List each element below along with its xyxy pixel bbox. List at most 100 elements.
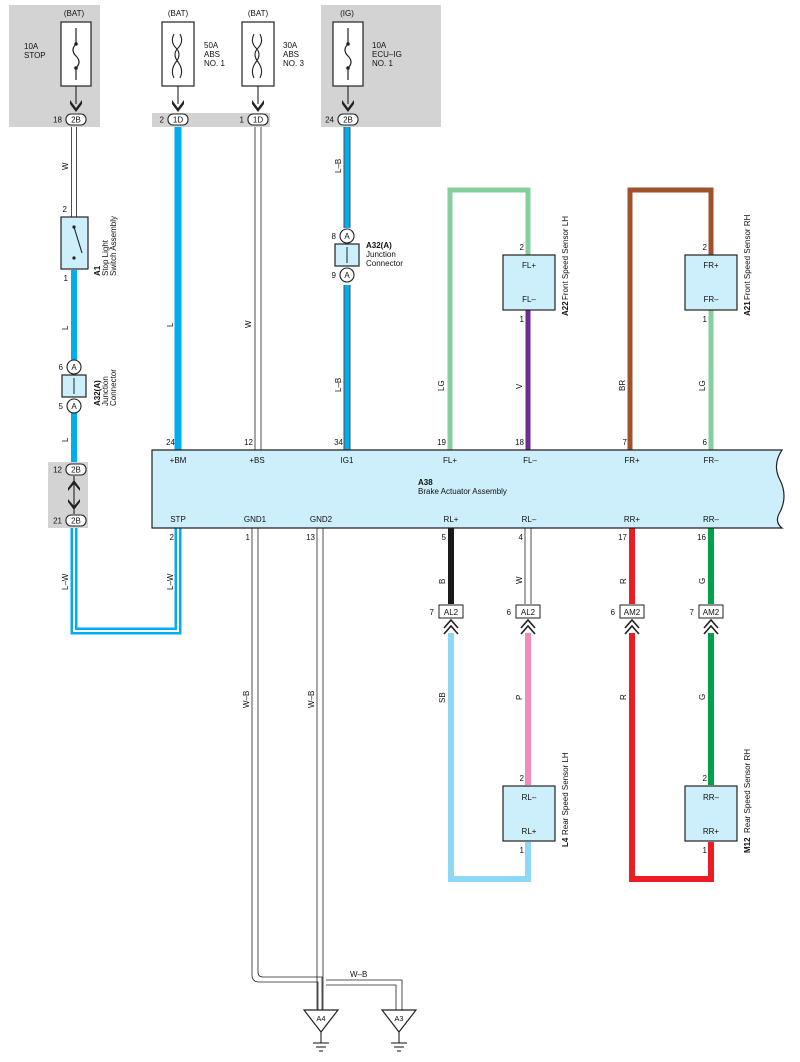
- svg-text:1: 1: [246, 533, 251, 542]
- svg-text:8: 8: [332, 232, 337, 241]
- brake-actuator-assembly: A38 Brake Actuator Assembly +BM +BS IG1 …: [151, 438, 785, 542]
- svg-text:A: A: [71, 402, 77, 411]
- svg-text:6: 6: [703, 438, 708, 447]
- svg-text:2: 2: [703, 243, 708, 252]
- fuse-output-lines: [75, 86, 349, 104]
- rear-connector-am2-6: AM2 6: [611, 604, 645, 635]
- svg-text:SB: SB: [438, 692, 447, 703]
- svg-text:Junction: Junction: [366, 250, 396, 259]
- svg-text:Rear Speed Sensor RH: Rear Speed Sensor RH: [743, 749, 752, 833]
- svg-text:18: 18: [515, 438, 524, 447]
- wire-w-rl: [524, 528, 532, 604]
- svg-text:FL–: FL–: [522, 295, 536, 304]
- wire-wb-ground: [326, 979, 403, 1010]
- fuse-name: ABS: [204, 50, 220, 59]
- stop-light-switch: 2 1 A1 Stop Light Switch Assembly: [60, 205, 118, 283]
- svg-text:Connector: Connector: [109, 369, 118, 406]
- rear-connector-al2-6: AL2 6: [507, 604, 541, 635]
- fuse-rating: 10A: [24, 42, 39, 51]
- svg-text:5: 5: [442, 533, 447, 542]
- svg-text:24: 24: [166, 438, 175, 447]
- fuse-name-2: NO. 1: [204, 59, 225, 68]
- svg-text:W–B: W–B: [307, 691, 316, 708]
- svg-text:24: 24: [325, 116, 334, 125]
- svg-text:W: W: [515, 576, 524, 584]
- svg-text:16: 16: [697, 533, 706, 542]
- svg-text:W–B: W–B: [350, 970, 367, 979]
- lower-connector-pair: 2B 12 2B 21: [48, 462, 88, 528]
- svg-text:R: R: [619, 578, 628, 584]
- rear-speed-sensor-lh: RL– RL+ 2 1 L4 Rear Speed Sensor LH: [502, 752, 570, 855]
- svg-text:L: L: [61, 325, 70, 330]
- svg-text:LG: LG: [437, 380, 446, 391]
- wire-lg-fl: [447, 187, 531, 450]
- svg-text:FR+: FR+: [624, 456, 640, 465]
- svg-text:1: 1: [520, 846, 525, 855]
- svg-text:2B: 2B: [71, 116, 81, 125]
- svg-text:LG: LG: [698, 380, 707, 391]
- fuse-stop: (BAT) 10A STOP: [24, 9, 92, 87]
- svg-text:RL+: RL+: [522, 827, 537, 836]
- fuse-connector-24: 2B 24: [325, 113, 359, 126]
- svg-text:FL+: FL+: [522, 261, 536, 270]
- svg-text:21: 21: [53, 517, 62, 526]
- wire-labels: W L L L W L–B L–B L–W L–W LG V BR LG B W…: [61, 159, 707, 979]
- svg-text:Front Speed Sensor LH: Front Speed Sensor LH: [561, 216, 570, 300]
- svg-text:1: 1: [703, 846, 708, 855]
- svg-text:FL+: FL+: [443, 456, 457, 465]
- svg-text:A3: A3: [394, 1014, 403, 1023]
- svg-text:1D: 1D: [173, 116, 183, 125]
- svg-text:18: 18: [53, 116, 62, 125]
- svg-text:GND2: GND2: [310, 515, 333, 524]
- fuse-source: (IG): [340, 9, 354, 18]
- svg-text:G: G: [698, 694, 707, 700]
- fuse-name: ECU–IG: [372, 50, 402, 59]
- svg-text:L–W: L–W: [166, 573, 175, 590]
- svg-text:AL2: AL2: [444, 608, 459, 617]
- wire-w-stop: [71, 127, 77, 217]
- svg-text:L: L: [61, 437, 70, 442]
- svg-text:L: L: [166, 322, 175, 327]
- svg-text:6: 6: [611, 608, 616, 617]
- svg-text:STP: STP: [170, 515, 186, 524]
- fuse-ecu-ig: (IG) 10A ECU–IG NO. 1: [332, 9, 402, 87]
- svg-text:BR: BR: [618, 380, 627, 391]
- svg-text:12: 12: [53, 466, 62, 475]
- wire-lb-ig: [343, 127, 351, 450]
- svg-text:FR+: FR+: [703, 261, 719, 270]
- wire-br-fr: [627, 187, 714, 450]
- svg-text:6: 6: [507, 608, 512, 617]
- svg-text:A: A: [344, 271, 350, 280]
- svg-text:2: 2: [520, 774, 525, 783]
- svg-text:2: 2: [703, 774, 708, 783]
- svg-text:RL–: RL–: [522, 515, 537, 524]
- svg-text:1: 1: [64, 274, 69, 283]
- fuse-connector-2: 1D 2: [160, 113, 189, 126]
- svg-text:RR–: RR–: [703, 793, 720, 802]
- wire-wb-gnd1: [251, 528, 323, 1010]
- fuse-name: ABS: [283, 50, 299, 59]
- svg-text:AM2: AM2: [624, 608, 641, 617]
- svg-text:R: R: [619, 694, 628, 700]
- wire-wb-gnd2: [316, 528, 324, 1010]
- svg-text:A: A: [71, 363, 77, 372]
- wire-sb-rl: [448, 633, 531, 882]
- svg-text:A22: A22: [561, 301, 570, 316]
- svg-text:A: A: [344, 232, 350, 241]
- svg-text:B: B: [438, 579, 447, 584]
- svg-text:L–B: L–B: [334, 159, 343, 173]
- rear-speed-sensor-rh: RR– RR+ 2 1 M12 Rear Speed Sensor RH: [684, 749, 752, 855]
- fuse-name: STOP: [24, 51, 46, 60]
- svg-text:7: 7: [690, 608, 695, 617]
- svg-text:Junction: Junction: [101, 376, 110, 406]
- fuse-abs-1: (BAT) 50A ABS NO. 1: [161, 9, 225, 87]
- svg-text:Front Speed Sensor RH: Front Speed Sensor RH: [743, 214, 752, 300]
- svg-text:4: 4: [519, 533, 524, 542]
- svg-text:FL–: FL–: [523, 456, 537, 465]
- svg-text:2B: 2B: [71, 466, 81, 475]
- fuse-name-2: NO. 1: [372, 59, 393, 68]
- svg-text:RR–: RR–: [703, 515, 720, 524]
- svg-text:AM2: AM2: [703, 608, 720, 617]
- svg-text:1D: 1D: [253, 116, 263, 125]
